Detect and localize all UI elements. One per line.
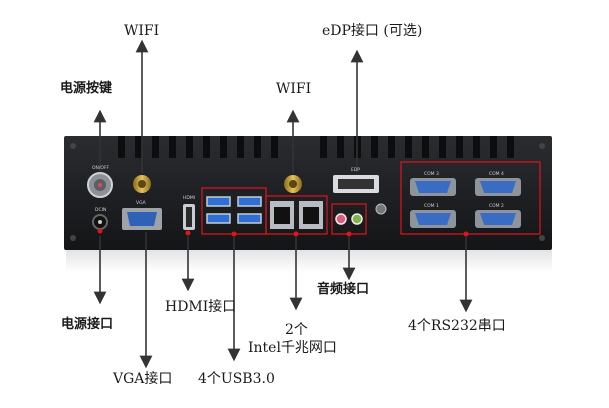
label-wifi-center: WIFI [276,81,312,97]
panel-text-vga: VGA [136,200,147,206]
label-lan-line1: 2个 [285,322,308,338]
label-usb: 4个USB3.0 [198,371,275,387]
usb-ports [206,196,262,224]
panel-text-on-off: ON/OFF [92,165,110,171]
panel-text-com1: COM 1 [424,203,439,209]
label-wifi-left: WIFI [124,23,160,39]
wifi-antenna-left [133,175,151,193]
hdmi-port [183,204,195,230]
label-vga: VGA接口 [113,371,173,387]
audio-jacks [335,213,363,225]
panel-text-edp: EDP [351,167,360,173]
highlight-dots [97,228,469,237]
power-button-port [87,172,113,198]
ground-screw [375,203,387,215]
label-power-button: 电源按键 [60,81,113,96]
panel-text-hdmi: HDMI [183,195,195,201]
label-com: 4个RS232串口 [408,318,506,334]
panel-text-dcin: DCIN [95,207,106,213]
com-highlight-box [400,161,541,235]
label-audio: 音频接口 [317,282,370,297]
callout-arrows [93,39,473,369]
wifi-antenna-center [284,175,302,193]
label-lan-line2: Intel千兆网口 [248,340,337,356]
edp-port [333,175,379,193]
lan-ports [270,201,323,229]
device-reflection [66,250,552,272]
vga-port [122,208,162,230]
label-power-port: 电源接口 [61,317,114,332]
label-edp: eDP接口 (可选) [322,23,423,39]
panel-text-com2: COM 2 [489,203,504,209]
panel-text-com4: COM 4 [489,171,504,177]
com-ports [410,178,521,228]
power-dc-jack [92,214,108,230]
panel-text-com3: COM 3 [424,171,439,177]
label-hdmi: HDMI接口 [165,299,237,315]
